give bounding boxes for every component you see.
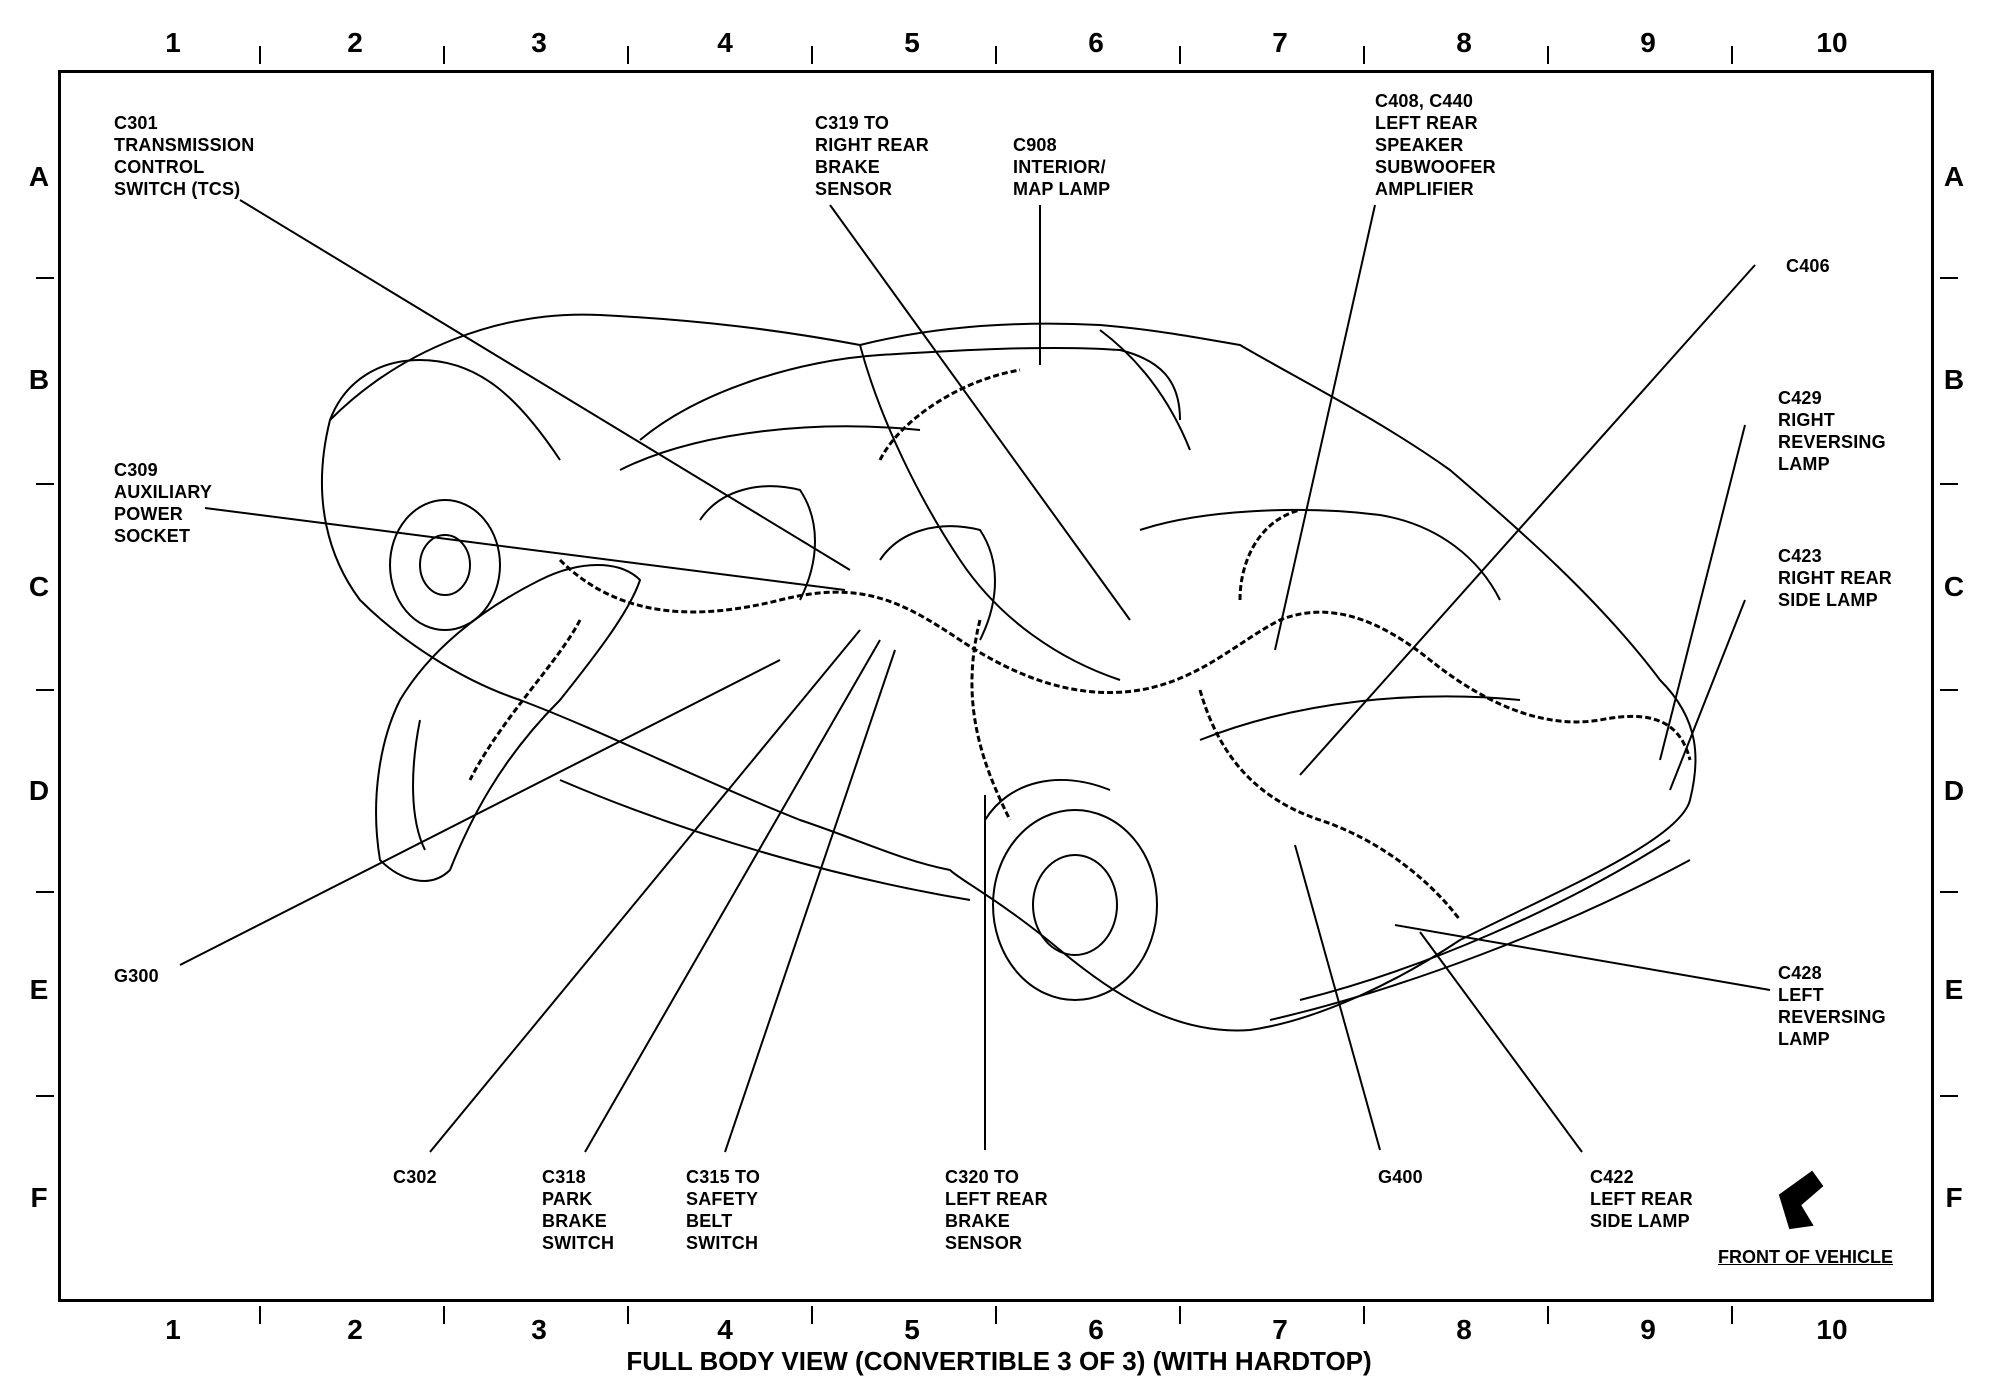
label-c319: C319 TO RIGHT REAR BRAKE SENSOR (815, 113, 929, 199)
diagram-frame (58, 70, 1934, 1302)
label-c315: C315 TO SAFETY BELT SWITCH (686, 1167, 761, 1253)
row-letter-right: A (1943, 161, 1965, 192)
column-number-bottom: 9 (1640, 1314, 1656, 1345)
label-c422: C422 LEFT REAR SIDE LAMP (1590, 1167, 1693, 1231)
row-letter-left: D (28, 775, 50, 806)
label-c302: C302 (393, 1167, 437, 1187)
label-c908: C908 INTERIOR/ MAP LAMP (1013, 135, 1111, 199)
wiring-harness (468, 368, 1692, 921)
row-letter-left: F (30, 1182, 48, 1213)
row-letter-left: B (28, 364, 50, 395)
column-number-bottom: 5 (904, 1314, 920, 1345)
column-number-top: 7 (1272, 27, 1288, 58)
column-number-bottom: 10 (1816, 1314, 1848, 1345)
row-letter-left: E (29, 974, 49, 1005)
column-number-bottom: 6 (1088, 1314, 1104, 1345)
column-number-bottom: 7 (1272, 1314, 1288, 1345)
label-c428: C428 LEFT REVERSING LAMP (1778, 963, 1886, 1049)
label-c423: C423 RIGHT REAR SIDE LAMP (1778, 546, 1892, 610)
label-g400: G400 (1378, 1167, 1423, 1187)
row-letter-left: C (28, 571, 50, 602)
label-c318: C318 PARK BRAKE SWITCH (542, 1167, 615, 1253)
column-number-top: 9 (1640, 27, 1656, 58)
column-number-top: 8 (1456, 27, 1472, 58)
column-number-top: 3 (531, 27, 547, 58)
column-number-bottom: 8 (1456, 1314, 1472, 1345)
row-letter-right: D (1943, 775, 1965, 806)
car-body (320, 313, 1697, 1032)
column-number-top: 10 (1816, 27, 1848, 58)
label-c406: C406 (1786, 256, 1830, 276)
front-of-vehicle-icon (1778, 1170, 1824, 1230)
column-number-top: 6 (1088, 27, 1104, 58)
row-letter-right: F (1945, 1182, 1963, 1213)
column-number-top: 1 (165, 27, 181, 58)
label-c301: C301 TRANSMISSION CONTROL SWITCH (TCS) (114, 113, 255, 199)
label-c320: C320 TO LEFT REAR BRAKE SENSOR (945, 1167, 1048, 1253)
column-number-bottom: 3 (531, 1314, 547, 1345)
column-number-top: 2 (347, 27, 363, 58)
row-letter-right: C (1943, 571, 1965, 602)
column-number-bottom: 1 (165, 1314, 181, 1345)
label-c408: C408, C440 LEFT REAR SPEAKER SUBWOOFER A… (1375, 91, 1496, 199)
leader-lines (179, 199, 1771, 1153)
label-g300: G300 (114, 966, 159, 986)
column-number-top: 5 (904, 27, 920, 58)
label-c309: C309 AUXILIARY POWER SOCKET (114, 460, 213, 546)
diagram-caption: FULL BODY VIEW (CONVERTIBLE 3 OF 3) (WIT… (626, 1346, 1372, 1376)
column-number-bottom: 4 (717, 1314, 733, 1345)
label-c429: C429 RIGHT REVERSING LAMP (1778, 388, 1886, 474)
grid-ticks (36, 46, 1958, 1324)
row-letter-left: A (28, 161, 50, 192)
column-number-top: 4 (717, 27, 733, 58)
front-of-vehicle-label: FRONT OF VEHICLE (1718, 1247, 1893, 1267)
row-letter-right: E (1944, 974, 1964, 1005)
column-number-bottom: 2 (347, 1314, 363, 1345)
row-letter-right: B (1943, 364, 1965, 395)
